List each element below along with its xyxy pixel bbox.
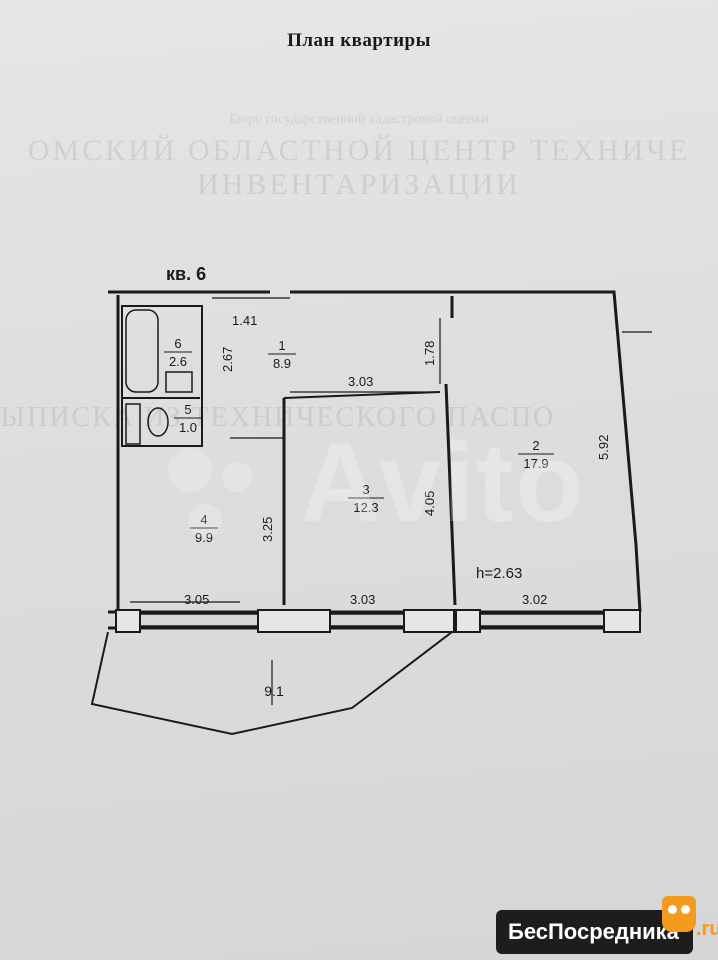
site-logo[interactable]: БесПосредника	[496, 910, 693, 954]
room-area: 2.6	[169, 354, 187, 369]
room-area: 9.1	[264, 683, 284, 699]
wall-pier	[115, 609, 141, 633]
dimension-label: 1.78	[422, 341, 437, 366]
wall-pier	[403, 609, 455, 633]
dimension-label: 3.25	[260, 517, 275, 542]
apartment-label: кв. 6	[166, 264, 206, 284]
wall	[283, 391, 441, 399]
room-number: 1	[278, 338, 285, 353]
wall-pier	[257, 609, 331, 633]
avito-watermark: Avito	[300, 420, 586, 545]
bathroom-block	[121, 305, 203, 447]
room-number: 4	[200, 512, 207, 527]
wall	[444, 383, 457, 606]
window	[479, 613, 605, 627]
bathtub-icon	[125, 309, 159, 393]
dimension-label: 3.02	[522, 592, 547, 607]
dimension-label: 3.03	[348, 374, 373, 389]
window	[329, 613, 405, 627]
wall-pier	[455, 609, 481, 633]
page-title: План квартиры	[287, 30, 431, 51]
ceiling-height: h=2.63	[476, 565, 522, 582]
room-number: 5	[184, 402, 191, 417]
dimension-label: 3.05	[184, 592, 209, 607]
avito-watermark-dots	[158, 438, 278, 548]
ghost-watermark-line: Бюро государственной кадастровой оценки	[229, 112, 489, 127]
room-area: 12.3	[353, 500, 378, 515]
ghost-watermark-line: ИНВЕНТАРИЗАЦИИ	[197, 168, 521, 201]
dimension-label: 5.92	[596, 435, 611, 460]
room-area: 8.9	[273, 356, 291, 371]
room-number: 2	[532, 438, 539, 453]
dimension-label: 3.03	[350, 592, 375, 607]
room-area: 17.9	[523, 456, 548, 471]
wall	[290, 290, 638, 546]
room-area: 9.9	[195, 530, 213, 545]
window	[139, 613, 259, 627]
toilet-icon	[147, 407, 169, 437]
dimension-label: 4.05	[422, 491, 437, 516]
wall-pier	[603, 609, 641, 633]
site-logo-text: БесПосредника	[508, 919, 679, 944]
balcony-outline	[90, 631, 453, 736]
wall	[634, 544, 642, 613]
room-area: 1.0	[179, 420, 197, 435]
dimension-label: 1.41	[232, 313, 257, 328]
site-logo-tld: .ru	[696, 918, 718, 940]
room-number: 6	[174, 336, 181, 351]
sink-icon	[165, 371, 193, 393]
cistern-icon	[125, 403, 141, 445]
mascot-icon	[662, 896, 696, 932]
dimension-label: 2.67	[220, 347, 235, 372]
room-number: 3	[362, 482, 369, 497]
ghost-watermark-line: ВЫПИСКА ИЗ ТЕХНИЧЕСКОГО ПАСПО	[0, 402, 556, 433]
ghost-watermark-line: ОМСКИЙ ОБЛАСТНОЙ ЦЕНТР ТЕХНИЧЕ	[27, 134, 691, 167]
